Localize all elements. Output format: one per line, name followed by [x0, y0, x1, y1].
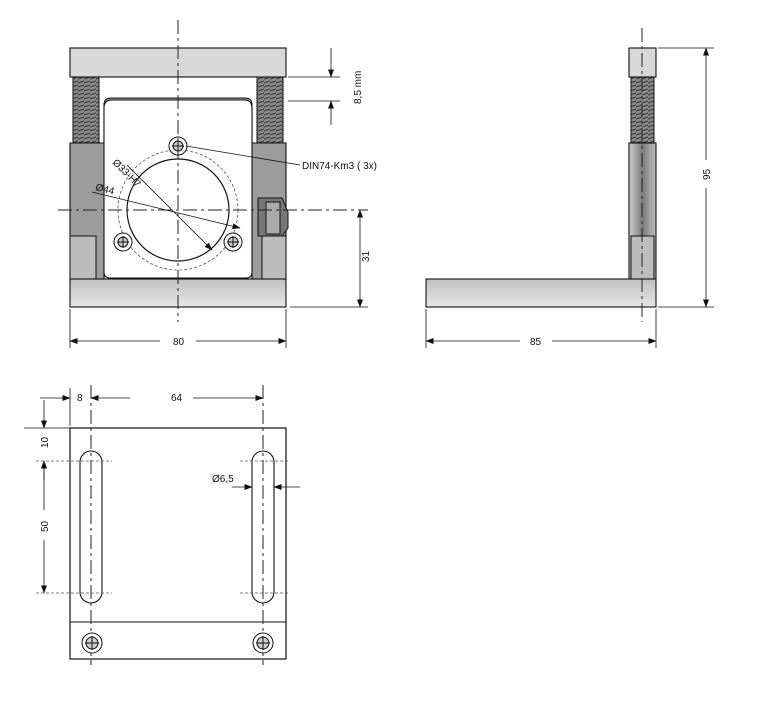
- front-thread-right: [256, 76, 284, 144]
- screw-right: [223, 232, 243, 252]
- screw-left: [113, 232, 133, 252]
- bottom-screw-right: [252, 632, 274, 654]
- side-base: [425, 278, 657, 308]
- bottom-screw-left: [81, 632, 103, 654]
- bottom-top-label: 10: [40, 436, 51, 448]
- side-view: 95 85: [425, 28, 714, 348]
- slot-width-label: Ø6,5: [212, 474, 234, 485]
- front-width-label: 80: [173, 337, 185, 348]
- front-view: Ø33-H7 Ø44 DIN74-Km3 ( 3x) 8,5 mm 31 80: [58, 20, 377, 348]
- thread-pitch-label: 8,5 mm: [353, 71, 364, 104]
- bottom-plate: [69, 427, 287, 660]
- front-height-label: 31: [361, 250, 372, 262]
- front-leg-right: [261, 235, 287, 280]
- side-knob-face: [265, 201, 281, 235]
- bottom-spacing-label: 64: [171, 393, 183, 404]
- bottom-offset-label: 8: [77, 393, 83, 404]
- side-height-label: 95: [702, 168, 713, 180]
- slot-length-label: 50: [40, 520, 51, 532]
- front-leg-left: [69, 235, 97, 280]
- side-depth-label: 85: [530, 337, 542, 348]
- front-thread-left: [72, 76, 100, 144]
- bottom-view: 8 64 10 50 Ø6,5: [24, 385, 300, 665]
- circle-label: Ø44: [94, 182, 115, 197]
- screw-spec-label: DIN74-Km3 ( 3x): [302, 161, 377, 172]
